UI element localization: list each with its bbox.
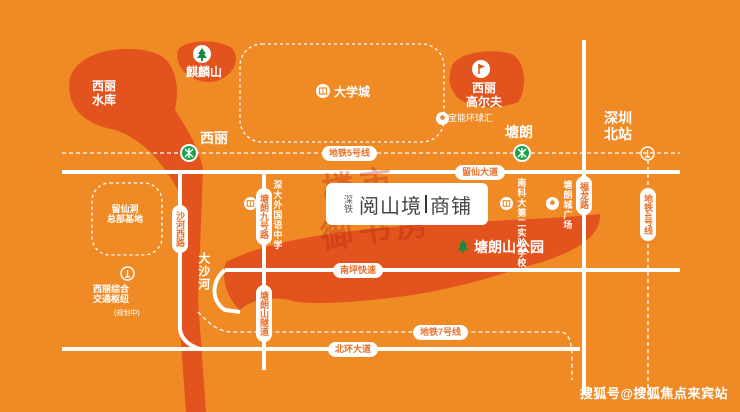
label-tanglang-station: 塘朗 (505, 124, 533, 140)
road-label-metro7: 地铁7号线 (413, 325, 469, 340)
label-xili-hub: 西丽综合 交通枢纽 (93, 284, 130, 305)
hub-icon (120, 266, 135, 281)
label-xili-hub-note: (规划中) (114, 310, 140, 317)
road-label-metro4: 地铁4号线 (640, 188, 656, 242)
metro-station-icon (180, 144, 198, 162)
label-university-town: 大学城 (334, 85, 371, 99)
label-xili-reservoir: 西丽 水库 (92, 79, 117, 107)
road-label-shahexi: 沙河西路 (172, 205, 188, 253)
plaza-icon (546, 197, 559, 210)
metro-station-icon (513, 144, 531, 162)
label-xili-golf: 西丽 高尔夫 (466, 81, 503, 109)
road-label-metro5: 地铁5号线 (322, 146, 378, 161)
label-shenzhen-north: 深圳 北站 (604, 110, 632, 143)
label-baoneng-mall: 宝能环球汇 (448, 113, 494, 123)
project-divider (425, 195, 427, 213)
project-marker[interactable]: 深铁 阅山境 商铺 (326, 183, 488, 225)
road-label-tunnel: 塘朗山隧道 (256, 285, 272, 342)
label-dashahe: 大沙河 (196, 252, 211, 291)
liuxiandong-boundary (91, 182, 163, 256)
footer-credit: 搜狐号@搜狐焦点来宾站 (579, 386, 728, 401)
label-qilin-mountain: 麒麟山 (186, 65, 223, 79)
project-suffix: 商铺 (430, 193, 472, 218)
road-label-tanglang9: 塘朗九号路 (256, 188, 272, 245)
road-label-nanping: 南坪快速 (333, 263, 384, 278)
road-shahexi-curve (178, 329, 201, 351)
golf-area (449, 51, 525, 107)
label-xili-station: 西丽 (200, 130, 228, 146)
project-name: 阅山境 (359, 193, 422, 218)
school-icon (244, 197, 257, 210)
label-tanglangcheng: 塘朗城广场 (562, 180, 573, 230)
xili-reservoir-area (69, 48, 206, 412)
label-nanke-school: 南科大第二实验学校 (516, 178, 527, 268)
label-shenwai-school: 深大外国语中学 (272, 180, 283, 250)
train-station-icon (640, 146, 655, 161)
road-label-beihuan: 北环大道 (328, 342, 379, 357)
university-town-boundary (239, 43, 445, 143)
label-liuxiandong: 留仙洞 总部基地 (107, 204, 144, 225)
tree-icon (457, 239, 469, 254)
road-label-liuxian: 留仙大道 (455, 165, 506, 180)
project-sub-label: 深铁 (343, 195, 353, 213)
road-nanping-curve (212, 268, 241, 314)
tanglang-mountain-area (223, 214, 601, 310)
tree-icon (193, 45, 211, 63)
road-label-fulong: 福龙路 (576, 176, 592, 215)
school-icon (500, 197, 513, 210)
label-tanglang-park: 塘朗山公园 (474, 239, 544, 255)
book-icon (316, 84, 330, 98)
mall-icon (436, 112, 449, 125)
golf-flag-icon (472, 60, 490, 78)
metro-line-7 (197, 311, 573, 380)
